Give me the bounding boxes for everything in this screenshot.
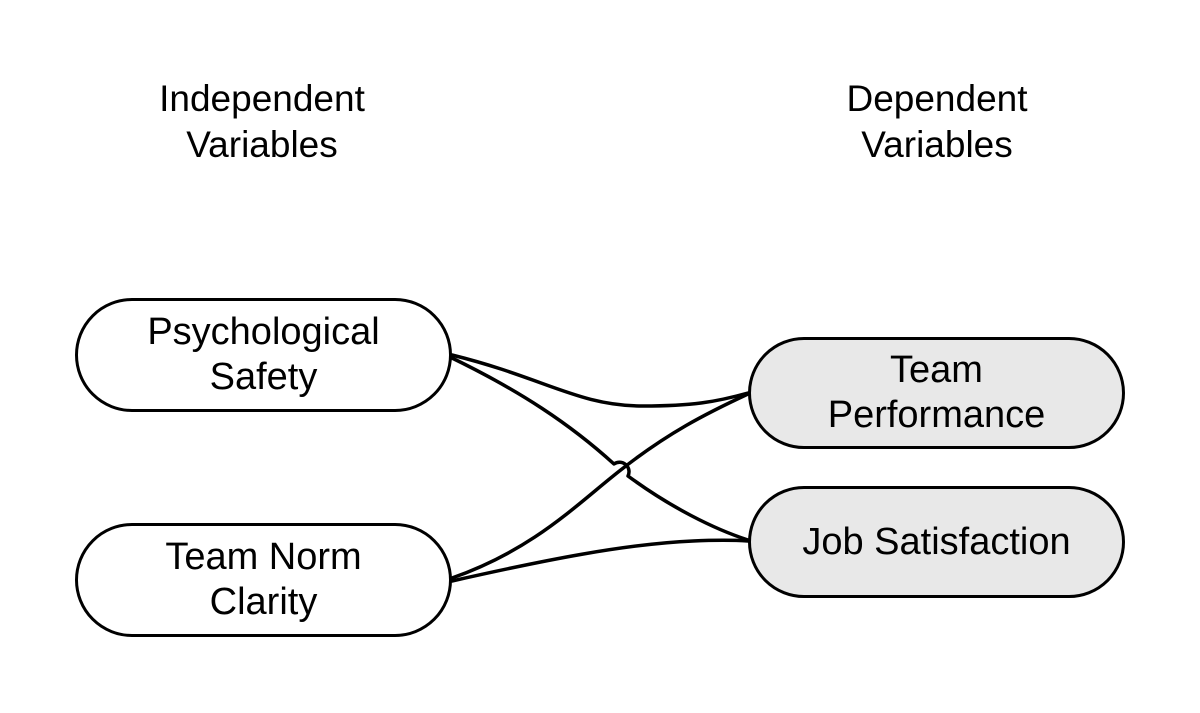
edge-team-norm-clarity-to-team-performance bbox=[450, 392, 750, 580]
edge-team-norm-clarity-to-job-satisfaction bbox=[450, 538, 750, 583]
edge-psychological-safety-to-team-performance bbox=[450, 353, 750, 408]
node-job-satisfaction: Job Satisfaction bbox=[748, 486, 1125, 598]
column-header-independent-variables: Independent Variables bbox=[159, 78, 365, 165]
column-header-dependent-variables: Dependent Variables bbox=[846, 78, 1028, 165]
edge-psychological-safety-to-job-satisfaction bbox=[450, 356, 750, 542]
node-psychological-safety: Psychological Safety bbox=[75, 298, 452, 412]
node-team-norm-clarity: Team Norm Clarity bbox=[75, 523, 452, 637]
node-team-performance: Team Performance bbox=[748, 337, 1125, 449]
